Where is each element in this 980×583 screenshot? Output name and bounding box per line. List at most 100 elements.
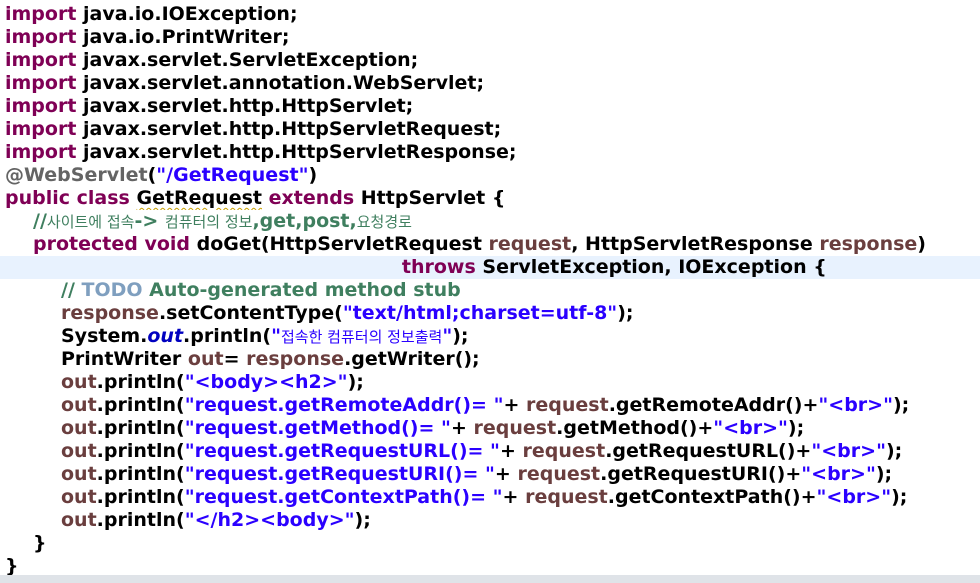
code-token: ); — [875, 463, 893, 485]
code-token: .getRequestURL()+ — [605, 440, 812, 462]
code-token: ); — [787, 417, 805, 439]
string-token: "<br>" — [811, 440, 886, 462]
code-token: .println( — [96, 394, 185, 416]
code-token: .println( — [96, 371, 185, 393]
variable-token: out — [187, 348, 224, 370]
comment-token: -> — [134, 210, 165, 232]
code-line[interactable]: out.println("request.getRemoteAddr()= "+… — [0, 394, 980, 417]
code-token: java.io.PrintWriter; — [76, 26, 290, 48]
variable-token: out — [61, 394, 97, 416]
variable-token: request — [522, 440, 606, 462]
variable-token: response — [61, 302, 159, 324]
code-token: ); — [347, 371, 364, 393]
code-token: javax.servlet.http.HttpServlet; — [76, 95, 414, 117]
code-token — [5, 256, 402, 278]
code-line[interactable]: } — [0, 532, 980, 555]
code-line[interactable]: import javax.servlet.http.HttpServletRes… — [0, 141, 980, 164]
code-line[interactable]: public class GetRequest extends HttpServ… — [0, 187, 980, 210]
variable-token: request — [473, 417, 557, 439]
code-line[interactable]: response.setContentType("text/html;chars… — [0, 302, 980, 325]
code-line[interactable]: out.println("request.getContextPath()= "… — [0, 486, 980, 509]
code-line[interactable]: out.println("request.getMethod()= "+ req… — [0, 417, 980, 440]
code-token: .println( — [96, 440, 185, 462]
string-token: "request.getRequestURI()= " — [184, 463, 495, 485]
code-token: .getMethod()+ — [556, 417, 714, 439]
code-line[interactable]: out.println("<body><h2>"); — [0, 371, 980, 394]
code-line[interactable]: import javax.servlet.ServletException; — [0, 49, 980, 72]
variable-token: out — [61, 509, 97, 531]
code-line[interactable]: import javax.servlet.annotation.WebServl… — [0, 72, 980, 95]
code-token: ); — [354, 509, 371, 531]
keyword-token: class — [76, 187, 130, 209]
code-token: GetRequest — [136, 187, 262, 209]
variable-token: request — [488, 233, 572, 255]
code-line[interactable]: @WebServlet("/GetRequest") — [0, 164, 980, 187]
string-token: "request.getRemoteAddr()= " — [184, 394, 504, 416]
variable-token: request — [525, 486, 608, 508]
comment-token: Auto-generated method stub — [142, 279, 461, 301]
code-token: javax.servlet.http.HttpServletResponse; — [76, 141, 517, 163]
string-token: "request.getContextPath()= " — [184, 486, 503, 508]
code-token: ); — [452, 325, 469, 347]
code-line[interactable]: PrintWriter out= response.getWriter(); — [0, 348, 980, 371]
code-line[interactable]: out.println("request.getRequestURI()= "+… — [0, 463, 980, 486]
code-line[interactable]: //사이트에 접속-> 컴퓨터의 정보,get,post,요청경로 — [0, 210, 980, 233]
code-token: .getWriter(); — [344, 348, 480, 370]
code-token: + — [494, 463, 518, 485]
code-line[interactable]: import java.io.IOException; — [0, 3, 980, 26]
code-token: ); — [893, 394, 910, 416]
annotation-token: @WebServlet — [5, 164, 148, 186]
variable-token: out — [61, 486, 97, 508]
variable-token: out — [61, 463, 97, 485]
code-token — [70, 187, 77, 209]
code-line[interactable]: protected void doGet(HttpServletRequest … — [0, 233, 980, 256]
code-token: ServletException, IOException { — [475, 256, 827, 278]
string-token: "<body><h2>" — [184, 371, 348, 393]
comment-token: ,get,post, — [252, 210, 357, 232]
code-line[interactable]: import javax.servlet.http.HttpServlet; — [0, 95, 980, 118]
code-token: + — [503, 394, 527, 416]
code-token: ); — [891, 486, 908, 508]
keyword-token: import — [5, 49, 77, 71]
string-token: "text/html;charset=utf-8" — [342, 302, 618, 324]
code-token: .println( — [96, 509, 185, 531]
horizontal-scrollbar[interactable] — [0, 575, 980, 583]
variable-token: response — [819, 233, 918, 255]
keyword-token: import — [5, 141, 77, 163]
code-token: javax.servlet.ServletException; — [76, 49, 419, 71]
string-token: " — [442, 325, 453, 347]
code-token: } — [33, 532, 47, 554]
comment-token: 요청경로 — [356, 213, 412, 231]
static-field-token: out — [147, 325, 184, 347]
code-line[interactable]: out.println("</h2><body>"); — [0, 509, 980, 532]
variable-token: request — [526, 394, 609, 416]
code-token: doGet(HttpServletRequest — [190, 233, 489, 255]
keyword-token: import — [5, 72, 77, 94]
string-token: "<br>" — [818, 394, 893, 416]
string-token: 접속한 컴퓨터의 정보출력 — [281, 328, 443, 346]
code-line[interactable]: out.println("request.getRequestURL()= "+… — [0, 440, 980, 463]
keyword-token: import — [5, 26, 77, 48]
code-token: PrintWriter — [61, 348, 188, 370]
keyword-token: public — [5, 187, 71, 209]
code-line[interactable]: import java.io.PrintWriter; — [0, 26, 980, 49]
string-token: "/GetRequest" — [156, 164, 309, 186]
string-token: "<br>" — [801, 463, 876, 485]
code-token: .getContextPath()+ — [607, 486, 817, 508]
code-line[interactable]: System.out.println("접속한 컴퓨터의 정보출력"); — [0, 325, 980, 348]
code-token: ); — [617, 302, 634, 324]
variable-token: response — [246, 348, 345, 370]
code-token: System. — [61, 325, 148, 347]
string-token: "<br>" — [713, 417, 788, 439]
code-token: ( — [147, 164, 157, 186]
code-line[interactable]: throws ServletException, IOException { — [0, 256, 980, 279]
code-line[interactable]: import javax.servlet.http.HttpServletReq… — [0, 118, 980, 141]
comment-token: 컴퓨터의 정보 — [164, 213, 253, 231]
code-token: .getRequestURI()+ — [600, 463, 802, 485]
keyword-token: extends — [268, 187, 355, 209]
code-line[interactable]: } — [0, 555, 980, 578]
code-line[interactable]: // TODO Auto-generated method stub — [0, 279, 980, 302]
code-token: .println( — [183, 325, 272, 347]
code-token: HttpServlet { — [354, 187, 506, 209]
